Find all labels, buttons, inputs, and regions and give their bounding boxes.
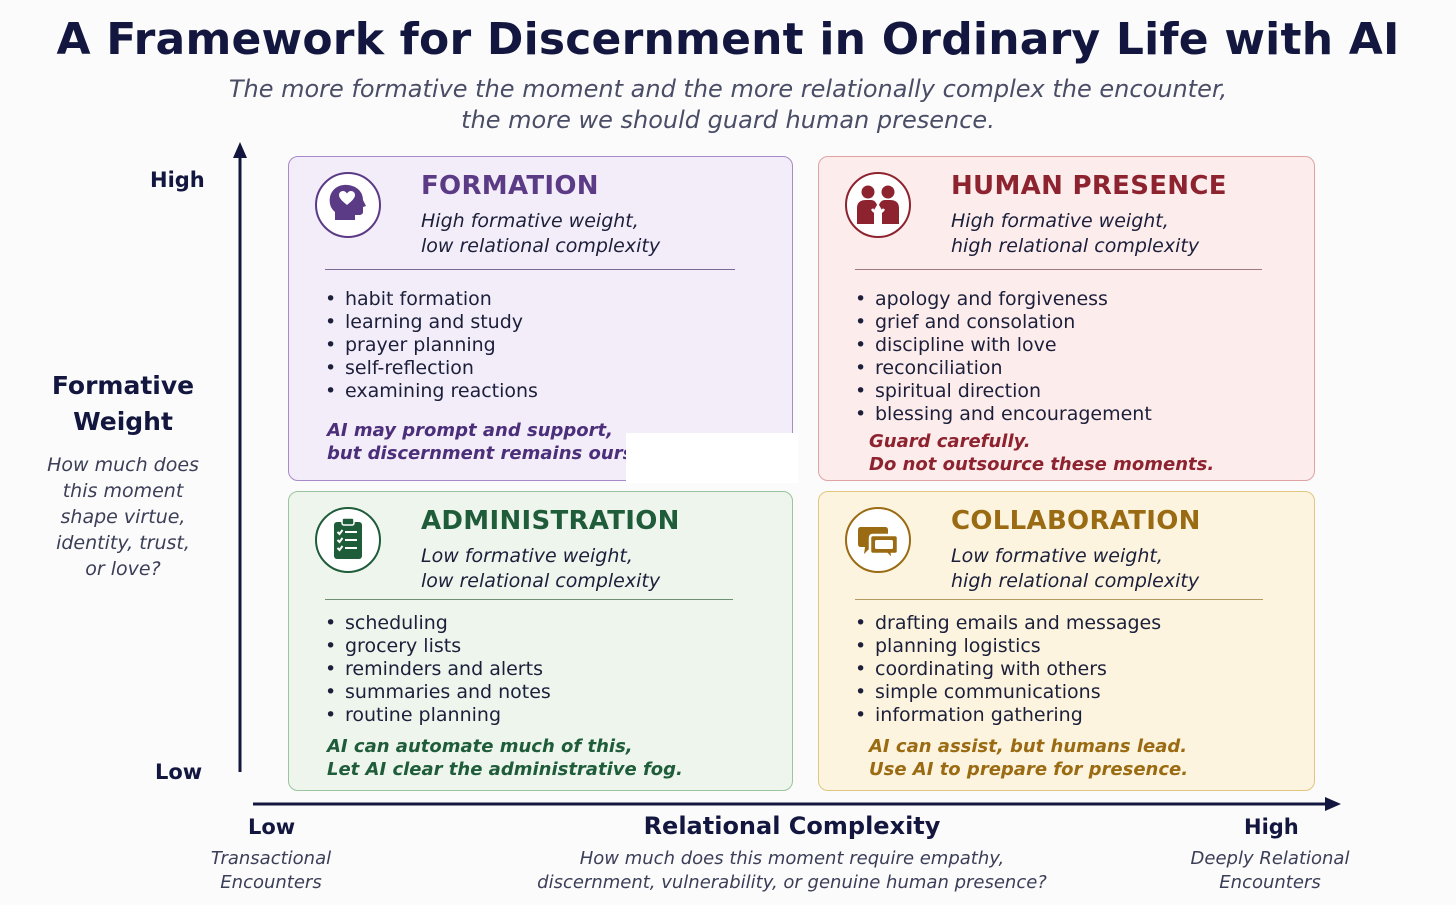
list-item: habit formation — [325, 288, 538, 311]
list-item: summaries and notes — [325, 681, 551, 704]
quadrant-note-line: Guard carefully. — [869, 431, 1031, 452]
list-item: learning and study — [325, 311, 538, 334]
quadrant-note: AI may prompt and support, but discernme… — [327, 419, 640, 465]
subtitle-line: the more we should guard human presence. — [461, 106, 995, 134]
clipboard-checklist-icon — [315, 507, 381, 573]
x-axis-high-desc-line: Encounters — [1219, 872, 1321, 893]
quadrant-subheading-line: low relational complexity — [421, 235, 661, 257]
x-axis-title: Relational Complexity — [643, 812, 941, 840]
divider — [325, 599, 733, 600]
list-item: self-reflection — [325, 357, 538, 380]
quadrant-note-line: AI may prompt and support, — [327, 420, 613, 441]
y-axis-arrowhead — [233, 142, 247, 158]
y-axis-high-label: High — [150, 168, 205, 192]
list-item: drafting emails and messages — [855, 612, 1161, 635]
quadrant-note-line: Let AI clear the administrative fog. — [327, 759, 683, 780]
quadrant-formation: FORMATION High formative weight, low rel… — [288, 156, 793, 481]
quadrant-subheading-line: high relational complexity — [951, 235, 1200, 257]
quadrant-note-line: AI can assist, but humans lead. — [869, 736, 1188, 757]
x-axis-low-label: Low — [248, 815, 296, 839]
x-axis-description: How much does this moment require empath… — [480, 847, 1104, 895]
head-heart-icon — [315, 172, 381, 238]
subtitle-line: The more formative the moment and the mo… — [228, 75, 1228, 103]
x-axis-low-desc-line: Encounters — [220, 872, 322, 893]
quadrant-note: Guard carefully. Do not outsource these … — [869, 430, 1214, 476]
list-item: routine planning — [325, 704, 551, 727]
quadrant-heading: FORMATION — [421, 171, 599, 201]
quadrant-subheading-line: Low formative weight, — [951, 545, 1163, 567]
list-item: simple communications — [855, 681, 1161, 704]
y-axis-desc-line: How much does — [47, 454, 199, 476]
quadrant-heading: COLLABORATION — [951, 506, 1201, 536]
divider — [325, 269, 735, 270]
quadrant-list: drafting emails and messages planning lo… — [855, 612, 1161, 727]
quadrant-administration: ADMINISTRATION Low formative weight, low… — [288, 491, 793, 791]
chat-bubbles-icon — [845, 507, 911, 573]
divider — [855, 599, 1263, 600]
two-people-icon — [845, 172, 911, 238]
list-item: grief and consolation — [855, 311, 1152, 334]
list-item: coordinating with others — [855, 658, 1161, 681]
quadrant-subheading: High formative weight, high relational c… — [951, 209, 1199, 259]
quadrant-subheading-line: high relational complexity — [951, 570, 1200, 592]
list-item: blessing and encouragement — [855, 403, 1152, 426]
y-axis-desc-line: shape virtue, — [60, 506, 186, 528]
list-item: grocery lists — [325, 635, 551, 658]
y-axis-title-line: Formative — [51, 371, 195, 400]
quadrant-subheading: Low formative weight, low relational com… — [421, 544, 660, 594]
list-item: information gathering — [855, 704, 1161, 727]
list-item: spiritual direction — [855, 380, 1152, 403]
quadrant-subheading-line: High formative weight, — [421, 210, 639, 232]
quadrant-list: apology and forgiveness grief and consol… — [855, 288, 1152, 426]
quadrant-note: AI can assist, but humans lead. Use AI t… — [869, 735, 1188, 781]
quadrant-note-line: AI can automate much of this, — [327, 736, 633, 757]
list-item: examining reactions — [325, 380, 538, 403]
x-axis-low-desc-line: Transactional — [210, 848, 332, 869]
y-axis-title: Formative Weight — [30, 368, 216, 440]
list-item: reminders and alerts — [325, 658, 551, 681]
list-item: reconciliation — [855, 357, 1152, 380]
quadrant-note-line: but discernment remains ours. — [327, 443, 641, 464]
quadrant-note: AI can automate much of this, Let AI cle… — [327, 735, 683, 781]
page-subtitle: The more formative the moment and the mo… — [228, 74, 1228, 136]
page-title: A Framework for Discernment in Ordinary … — [56, 14, 1400, 65]
list-item: apology and forgiveness — [855, 288, 1152, 311]
y-axis-low-label: Low — [155, 760, 203, 784]
quadrant-subheading: High formative weight, low relational co… — [421, 209, 660, 259]
quadrant-subheading-line: Low formative weight, — [421, 545, 633, 567]
x-axis-high-desc-line: Deeply Relational — [1190, 848, 1350, 869]
y-axis-title-line: Weight — [73, 407, 173, 436]
quadrant-note-line: Use AI to prepare for presence. — [869, 759, 1189, 780]
y-axis-desc-line: this moment — [62, 480, 184, 502]
quadrant-subheading: Low formative weight, high relational co… — [951, 544, 1199, 594]
divider — [855, 269, 1262, 270]
x-axis-high-label: High — [1244, 815, 1299, 839]
list-item: prayer planning — [325, 334, 538, 357]
x-axis-desc-line: How much does this moment require empath… — [579, 848, 1005, 869]
quadrant-heading: ADMINISTRATION — [421, 506, 680, 536]
y-axis-description: How much does this moment shape virtue, … — [30, 452, 216, 582]
quadrant-note-line: Do not outsource these moments. — [869, 454, 1215, 475]
quadrant-heading: HUMAN PRESENCE — [951, 171, 1227, 201]
quadrant-subheading-line: High formative weight, — [951, 210, 1169, 232]
y-axis-desc-line: or love? — [85, 558, 161, 580]
blank-patch — [626, 433, 798, 483]
list-item: scheduling — [325, 612, 551, 635]
y-axis-desc-line: identity, trust, — [56, 532, 190, 554]
x-axis-desc-line: discernment, vulnerability, or genuine h… — [537, 872, 1047, 893]
list-item: planning logistics — [855, 635, 1161, 658]
x-axis-high-description: Deeply Relational Encounters — [1180, 847, 1360, 895]
quadrant-subheading-line: low relational complexity — [421, 570, 661, 592]
quadrant-collaboration: COLLABORATION Low formative weight, high… — [818, 491, 1315, 791]
x-axis-low-description: Transactional Encounters — [181, 847, 361, 895]
quadrant-human-presence: HUMAN PRESENCE High formative weight, hi… — [818, 156, 1315, 481]
quadrant-list: scheduling grocery lists reminders and a… — [325, 612, 551, 727]
quadrant-list: habit formation learning and study praye… — [325, 288, 538, 403]
list-item: discipline with love — [855, 334, 1152, 357]
x-axis-arrowhead — [1325, 797, 1341, 811]
